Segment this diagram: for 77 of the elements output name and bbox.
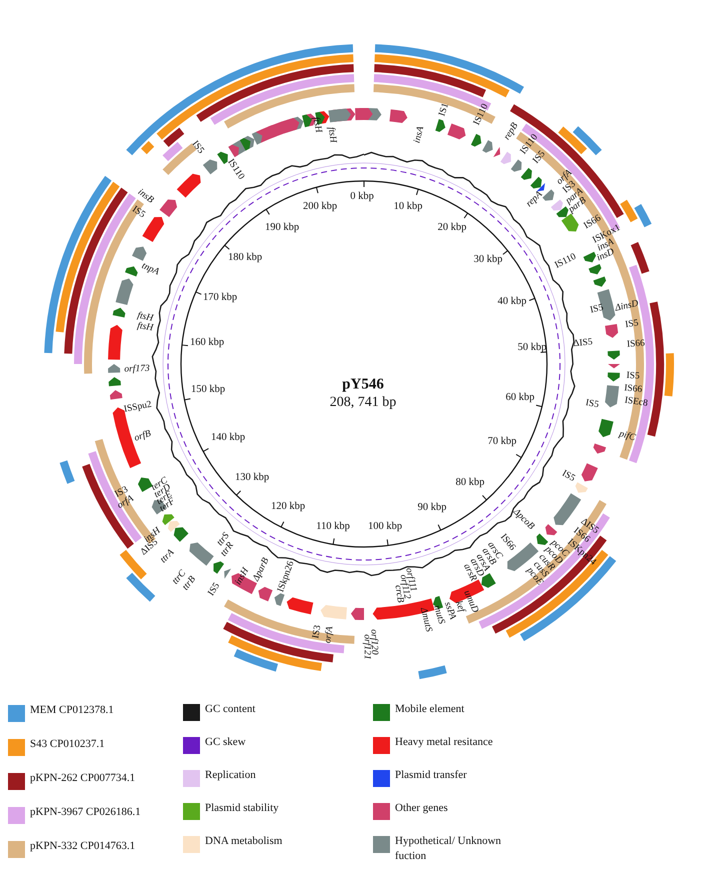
- legend-label: GC content: [205, 702, 256, 717]
- scale-label: 10 kbp: [394, 202, 422, 212]
- gene-label: ttrB: [182, 575, 198, 593]
- gene-label: insD: [596, 248, 616, 264]
- legend-label: Plasmid stability: [205, 801, 280, 816]
- gene-label: insA: [413, 126, 427, 144]
- scale-label: 160 kbp: [190, 338, 224, 348]
- gene-label: IS3: [312, 624, 324, 640]
- gene-label: IS5: [130, 205, 146, 221]
- legend-label: Hypothetical/ Unknown fuction: [395, 834, 502, 864]
- gene-label: IS66: [626, 340, 646, 350]
- gene-label: mutS: [431, 604, 446, 626]
- scale-label: 200 kbp: [302, 202, 338, 212]
- scale-label: 70 kbp: [488, 436, 516, 448]
- gene-label: ftsH: [136, 322, 154, 334]
- legend-label: DNA metabolism: [205, 834, 284, 849]
- gene-label: pifC: [618, 430, 636, 444]
- scale-label: 130 kbp: [234, 472, 270, 484]
- scale-label: 100 kbp: [368, 522, 402, 532]
- gene-label: ΔmutS: [418, 606, 432, 634]
- scale-label: 90 kbp: [418, 502, 446, 514]
- gene-label: orf121: [361, 634, 371, 660]
- scale-label: 80 kbp: [456, 478, 484, 488]
- gene-label: IS5: [624, 319, 640, 331]
- scale-label: 20 kbp: [438, 222, 466, 234]
- gene-label: repA: [525, 190, 545, 210]
- gene-label: orfA: [324, 626, 336, 644]
- legend-label: Heavy metal resitance: [395, 735, 494, 750]
- gene-label: tnpA: [140, 262, 160, 278]
- gene-label: IS5: [584, 399, 600, 411]
- gene-label: IS110: [472, 102, 492, 128]
- scale-label: 40 kbp: [498, 296, 526, 308]
- gene-label: insH: [234, 566, 252, 588]
- scale-label: 180 kbp: [228, 252, 262, 264]
- scale-label: 120 kbp: [270, 502, 306, 512]
- gene-label: IS1: [438, 102, 452, 118]
- legend-label: Plasmid transfer: [395, 768, 468, 783]
- gene-label: kef: [453, 600, 466, 614]
- scale-label: 150 kbp: [190, 384, 226, 396]
- scale-label: 0 kbp: [350, 192, 374, 202]
- gene-label: ΔparB: [252, 556, 272, 584]
- legend-label: MEM CP012378.1: [30, 703, 115, 718]
- legend-label: pKPN-262 CP007734.1: [30, 771, 136, 786]
- gene-label: IS5: [189, 140, 205, 156]
- scale-label: 50 kbp: [518, 342, 546, 354]
- gene-label: IS5: [560, 470, 576, 484]
- legend-label: Other genes: [395, 801, 449, 816]
- gene-label: IS5: [590, 304, 604, 316]
- gene-label: ISkpn26: [277, 560, 297, 594]
- gene-label: ftsH: [310, 116, 322, 134]
- gene-label: IS5: [207, 582, 223, 598]
- legend-label: pKPN-3967 CP026186.1: [30, 805, 142, 820]
- legend-label: GC skew: [205, 735, 247, 750]
- scale-label: 30 kbp: [474, 254, 502, 266]
- gene-label: insB: [135, 188, 155, 206]
- scale-label: 110 kbp: [316, 522, 350, 532]
- legend-label: Replication: [205, 768, 257, 783]
- plasmid-name: pY546: [342, 378, 384, 392]
- gene-label: orf173: [124, 364, 150, 376]
- gene-label: IS5: [626, 372, 640, 382]
- gene-label: ΔinsD: [614, 300, 640, 314]
- gene-label: ISSpu2: [123, 400, 153, 416]
- scale-label: 140 kbp: [210, 432, 246, 444]
- gene-label: ISEc8: [624, 396, 648, 410]
- gene-label: ftsH: [325, 126, 337, 144]
- plasmid-size: 208, 741 bp: [330, 396, 396, 410]
- scale-label: 170 kbp: [202, 292, 238, 304]
- scale-label: 60 kbp: [506, 392, 534, 404]
- legend-label: pKPN-332 CP014763.1: [30, 839, 136, 854]
- legend-label: S43 CP010237.1: [30, 737, 106, 752]
- gene-label: IS110: [554, 252, 578, 272]
- gene-label: ttrA: [159, 548, 177, 566]
- gene-label: orfB: [134, 430, 152, 444]
- gene-label: ΔIS5: [572, 338, 594, 350]
- legend-label: Mobile element: [395, 702, 466, 717]
- gene-label: IS66: [624, 384, 642, 396]
- scale-label: 190 kbp: [264, 222, 300, 234]
